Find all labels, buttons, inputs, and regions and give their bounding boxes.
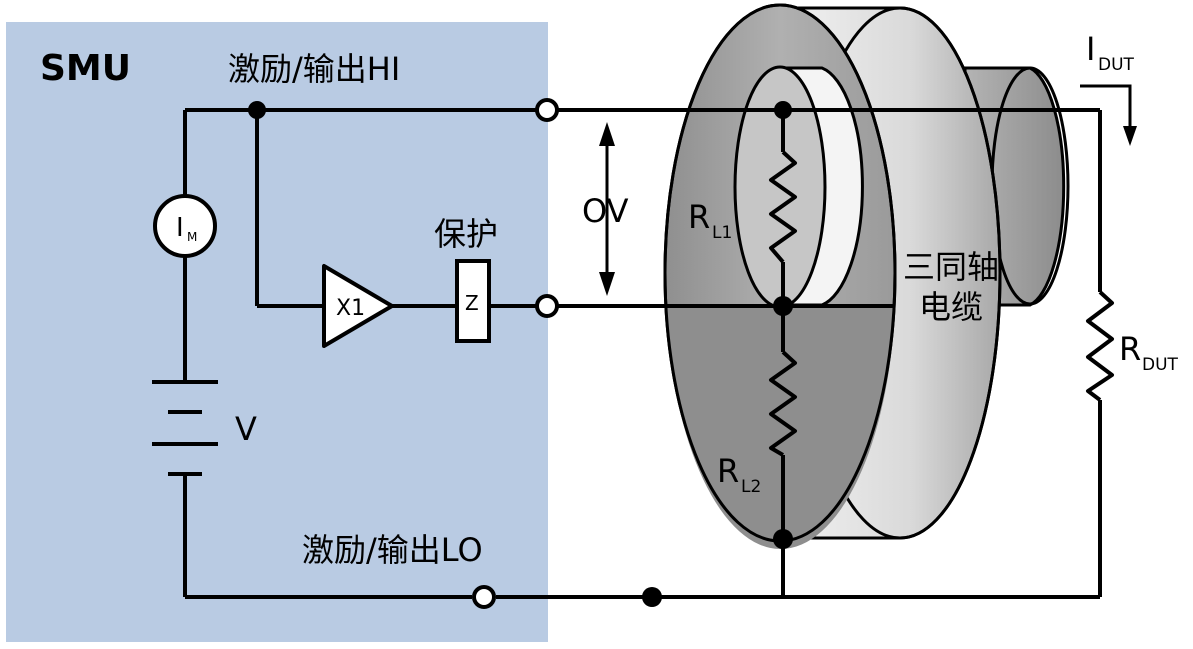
rl2-label: R xyxy=(717,452,739,490)
triax-label-line2: 电缆 xyxy=(919,288,983,326)
junction-dots xyxy=(248,101,793,607)
force-hi-terminal xyxy=(535,98,559,122)
triax-label-line1: 三同轴 xyxy=(903,248,999,286)
ammeter-label: I xyxy=(176,213,184,243)
force-hi-label: 激励/输出HI xyxy=(228,50,400,88)
rdut-label-sub: DUT xyxy=(1142,355,1179,375)
idut-label-sub: DUT xyxy=(1098,55,1135,75)
v-label: V xyxy=(235,410,257,448)
idut-label: I xyxy=(1086,30,1095,68)
rdut-resistor xyxy=(1086,290,1114,402)
rl1-label: R xyxy=(688,198,710,236)
force-lo-terminal xyxy=(472,585,496,609)
ov-label: OV xyxy=(582,192,629,230)
voltage-source-symbol xyxy=(152,380,218,476)
guard-label: 保护 xyxy=(434,215,498,253)
impedance-label: Z xyxy=(465,291,479,315)
buffer-amplifier xyxy=(322,264,394,348)
rl2-resistor xyxy=(769,350,797,457)
smu-label: SMU xyxy=(40,48,131,89)
rl1-resistor xyxy=(769,150,797,264)
rl1-label-sub: L1 xyxy=(712,223,732,243)
rl2-label-sub: L2 xyxy=(741,477,761,497)
rdut-label: R xyxy=(1119,330,1141,368)
ammeter-label-sub: M xyxy=(187,230,197,244)
ammeter-symbol xyxy=(153,194,217,258)
buffer-label: X1 xyxy=(336,296,365,321)
guard-impedance xyxy=(455,259,491,343)
force-lo-label: 激励/输出LO xyxy=(302,531,483,569)
guard-terminal xyxy=(535,294,559,318)
idut-arrow xyxy=(1080,84,1137,146)
triax-cable xyxy=(663,3,1070,550)
wiring xyxy=(183,108,1102,599)
ov-arrow xyxy=(599,122,615,296)
